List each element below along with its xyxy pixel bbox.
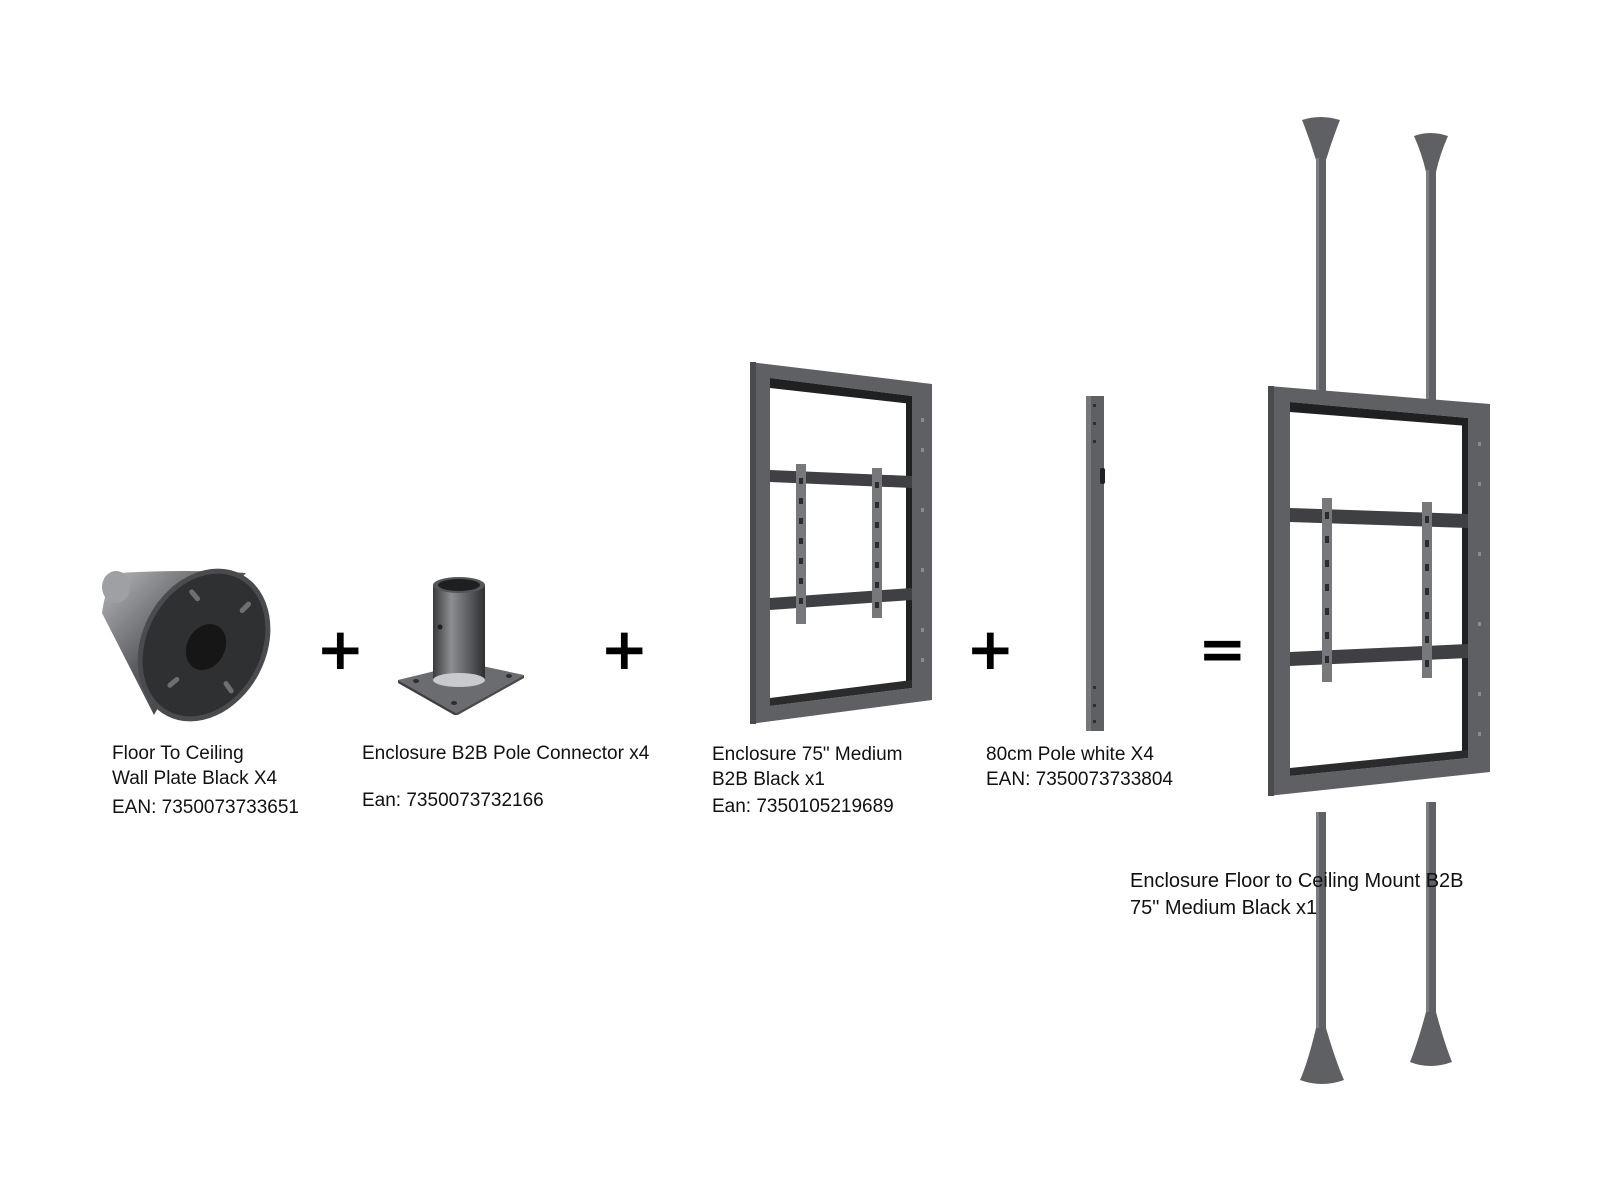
enclosure-name-line-1: Enclosure 75" Medium — [712, 744, 903, 765]
pole-icon — [1084, 396, 1106, 731]
pole-label: 80cm Pole white X4 EAN: 7350073733804 — [986, 742, 1173, 792]
result-name-line-2: 75" Medium Black x1 — [1130, 897, 1318, 919]
enclosure-label: Enclosure 75" Medium B2B Black x1 Ean: 7… — [712, 742, 903, 819]
wall-plate-ean: EAN: 7350073733651 — [112, 797, 299, 818]
wall-plate-label: Floor To Ceiling Wall Plate Black X4 EAN… — [112, 741, 299, 820]
pole-connector-icon — [396, 575, 526, 715]
wall-plate-icon — [96, 565, 276, 730]
result-name-line-1: Enclosure Floor to Ceiling Mount B2B — [1130, 870, 1464, 892]
pole-connector-ean: Ean: 7350073732166 — [362, 790, 544, 811]
equals-operator: = — [1198, 615, 1247, 683]
result-label: Enclosure Floor to Ceiling Mount B2B 75"… — [1130, 868, 1464, 922]
enclosure-ean: Ean: 7350105219689 — [712, 796, 894, 817]
plus-operator-1: + — [316, 615, 365, 683]
pole-connector-name-line-1: Enclosure B2B Pole Connector x4 — [362, 743, 650, 764]
assembled-mount-icon — [1264, 112, 1494, 1092]
plus-operator-2: + — [600, 615, 649, 683]
enclosure-frame-icon — [746, 358, 936, 728]
pole-name-line-1: 80cm Pole white X4 — [986, 744, 1154, 765]
pole-connector-label: Enclosure B2B Pole Connector x4 Ean: 735… — [362, 741, 649, 813]
pole-ean: EAN: 7350073733804 — [986, 769, 1173, 790]
plus-operator-3: + — [966, 615, 1015, 683]
wall-plate-name-line-2: Wall Plate Black X4 — [112, 768, 278, 789]
wall-plate-name-line-1: Floor To Ceiling — [112, 743, 244, 764]
enclosure-name-line-2: B2B Black x1 — [712, 769, 825, 790]
